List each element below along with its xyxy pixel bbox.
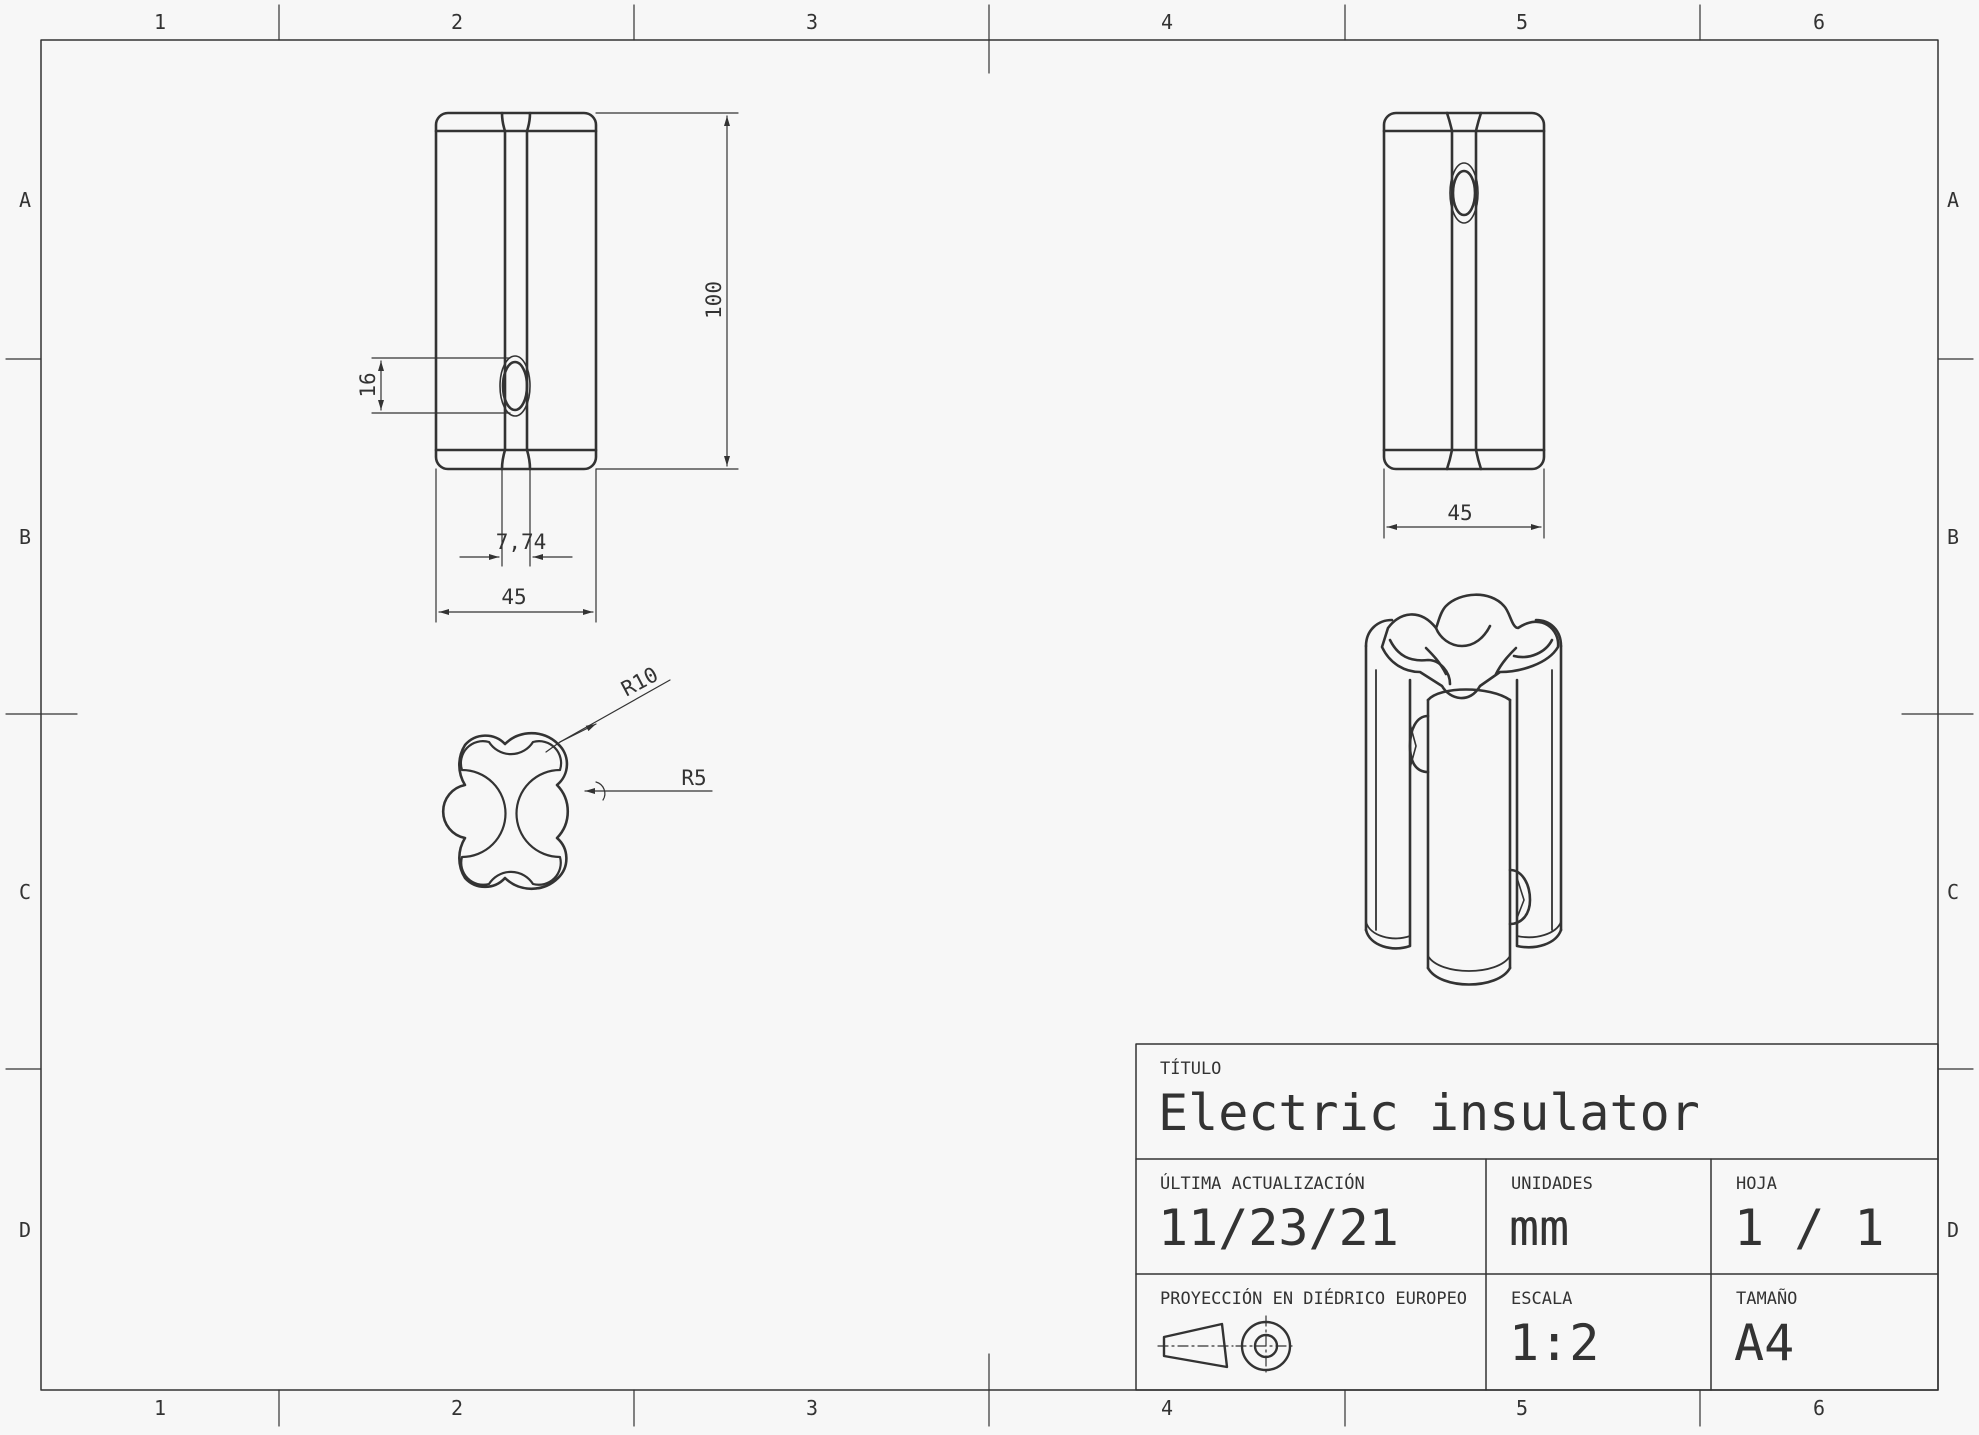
last-updated-value: 11/23/21 xyxy=(1158,1199,1399,1257)
side-view-dimensions: 45 xyxy=(1383,468,1545,539)
dim-front-width-label: 45 xyxy=(501,585,526,609)
column-label-1: 1 xyxy=(154,10,166,34)
dim-inner-radius-label: R5 xyxy=(681,766,706,790)
title-label: TÍTULO xyxy=(1160,1057,1221,1079)
projection-label: PROYECCIÓN EN DIÉDRICO EUROPEO xyxy=(1160,1287,1467,1309)
scale-value: 1:2 xyxy=(1509,1314,1599,1372)
top-view-dimensions: R10 R5 xyxy=(545,662,713,801)
scale-label: ESCALA xyxy=(1511,1289,1572,1309)
sheet-value: 1 / 1 xyxy=(1734,1199,1885,1257)
column-label-3: 3 xyxy=(806,10,818,34)
drawing-title: Electric insulator xyxy=(1158,1084,1700,1142)
size-label: TAMAÑO xyxy=(1736,1287,1797,1309)
dim-hole-label: 16 xyxy=(356,372,380,397)
projection-symbol-icon xyxy=(1157,1315,1297,1377)
column-label-3-bottom: 3 xyxy=(806,1396,818,1420)
row-label-d: D xyxy=(19,1218,31,1242)
column-label-4-bottom: 4 xyxy=(1161,1396,1173,1420)
column-label-5: 5 xyxy=(1516,10,1528,34)
dim-height-label: 100 xyxy=(702,281,726,319)
side-view xyxy=(1382,111,1546,471)
row-label-c: C xyxy=(19,880,31,904)
row-label-a-right: A xyxy=(1947,188,1959,212)
drawing-frame xyxy=(5,4,1974,1427)
units-value: mm xyxy=(1509,1199,1569,1257)
column-label-5-bottom: 5 xyxy=(1516,1396,1528,1420)
front-view xyxy=(434,111,598,471)
column-label-4: 4 xyxy=(1161,10,1173,34)
row-label-a: A xyxy=(19,188,31,212)
row-label-c-right: C xyxy=(1947,880,1959,904)
front-view-dimensions: 100 16 7,74 45 xyxy=(356,112,739,623)
sheet-label: HOJA xyxy=(1736,1174,1777,1194)
column-label-2: 2 xyxy=(451,10,463,34)
last-updated-label: ÚLTIMA ACTUALIZACIÓN xyxy=(1160,1172,1365,1194)
size-value: A4 xyxy=(1734,1314,1794,1372)
dim-slot-label: 7,74 xyxy=(496,530,547,554)
column-label-6-bottom: 6 xyxy=(1813,1396,1825,1420)
column-label-2-bottom: 2 xyxy=(451,1396,463,1420)
dim-side-width-label: 45 xyxy=(1447,501,1472,525)
row-label-b-right: B xyxy=(1947,525,1959,549)
column-label-6: 6 xyxy=(1813,10,1825,34)
row-label-d-right: D xyxy=(1947,1218,1959,1242)
column-label-1-bottom: 1 xyxy=(154,1396,166,1420)
title-block: TÍTULO Electric insulator ÚLTIMA ACTUALI… xyxy=(1135,1043,1939,1391)
units-label: UNIDADES xyxy=(1511,1174,1593,1194)
row-label-b: B xyxy=(19,525,31,549)
dim-outer-radius-label: R10 xyxy=(617,662,662,701)
top-view xyxy=(441,731,570,891)
isometric-view xyxy=(1364,593,1563,986)
